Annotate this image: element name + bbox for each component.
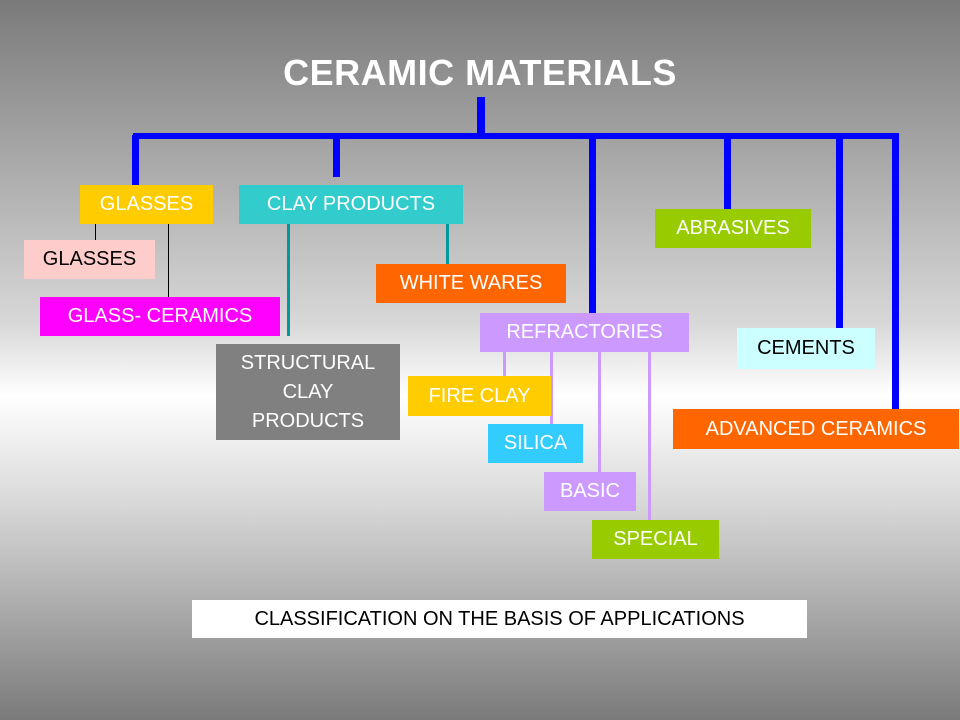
node-advanced-ceramics: ADVANCED CERAMICS xyxy=(673,409,959,449)
trunk-horizontal xyxy=(133,133,899,139)
line-basic xyxy=(598,352,601,472)
node-clay-products: CLAY PRODUCTS xyxy=(239,185,463,224)
structural-clay-line-2: CLAY xyxy=(282,380,334,403)
glasses-sub-label: GLASSES xyxy=(42,248,137,270)
branch-advanced-ceramics xyxy=(892,135,899,409)
line-glasses-sub xyxy=(95,224,96,240)
diagram-title: CERAMIC MATERIALS xyxy=(283,52,677,93)
branch-cements xyxy=(836,135,843,328)
line-special xyxy=(648,352,651,520)
node-abrasives: ABRASIVES xyxy=(655,209,811,248)
node-glasses-sub: GLASSES xyxy=(24,240,155,279)
node-structural-clay-products: STRUCTURAL CLAY PRODUCTS xyxy=(216,344,400,440)
node-cements: CEMENTS xyxy=(737,328,875,369)
line-fire-clay xyxy=(503,352,506,376)
node-fire-clay: FIRE CLAY xyxy=(408,376,551,416)
trunk-stem xyxy=(477,97,485,135)
structural-clay-line-3: PRODUCTS xyxy=(251,409,365,432)
classification-caption: CLASSIFICATION ON THE BASIS OF APPLICATI… xyxy=(192,600,807,638)
branch-refractories xyxy=(589,135,596,313)
line-glass-ceramics xyxy=(168,224,169,297)
node-special: SPECIAL xyxy=(592,520,719,559)
branch-clay-products xyxy=(333,135,340,177)
node-white-wares: WHITE WARES xyxy=(376,264,566,303)
node-refractories: REFRACTORIES xyxy=(480,313,689,352)
cements-label: CEMENTS xyxy=(757,337,855,359)
line-silica xyxy=(550,352,553,424)
line-white-wares xyxy=(446,224,449,264)
structural-clay-line-1: STRUCTURAL xyxy=(240,351,376,374)
branch-glasses xyxy=(132,135,139,185)
node-silica: SILICA xyxy=(488,424,583,463)
node-glasses: GLASSES xyxy=(80,185,213,224)
line-structural-clay xyxy=(287,224,290,336)
node-glass-ceramics: GLASS- CERAMICS xyxy=(40,297,280,336)
node-basic: BASIC xyxy=(544,472,636,511)
branch-abrasives xyxy=(724,135,731,209)
